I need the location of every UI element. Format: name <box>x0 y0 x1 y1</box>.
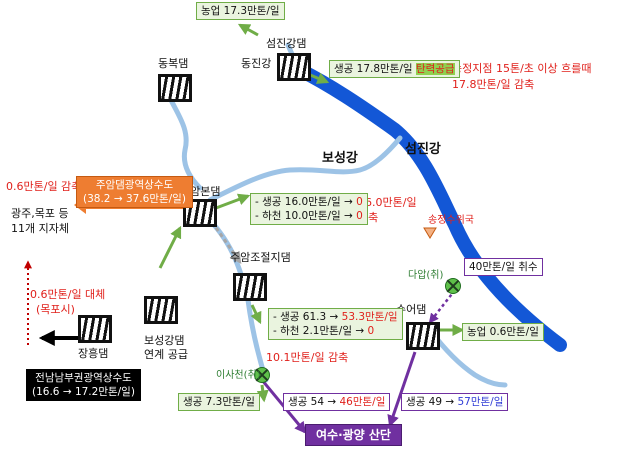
sueo-stream <box>427 327 508 388</box>
seomjin-dam-label: 섬진강댐 <box>266 37 307 50</box>
seomjin-river <box>293 63 567 352</box>
jangheung-dam-icon <box>78 315 112 343</box>
boseong-dam-label: 보성강댐 <box>144 334 185 347</box>
jangheung-note-2: (목포시) <box>36 303 75 316</box>
jangheung-note-1: 0.6만톤/일 대체 <box>30 288 106 301</box>
boseong-link-arrow <box>158 225 182 269</box>
juam-regulating-dam-icon <box>233 273 267 301</box>
boseong-sub-label: 연계 공급 <box>144 348 188 361</box>
isacheon-label: 이사천(취) <box>216 370 261 381</box>
seomjin-supply-box: 생공 17.8만톤/일 탄력공급 <box>329 60 460 78</box>
south-jeonnam-water-box: 전남남부권광역상수도 (16.6 → 17.2만톤/일) <box>26 369 141 401</box>
isacheon-intake-icon <box>254 367 270 383</box>
juam-reduce-right-1: 26.0만톤/일 <box>358 196 417 209</box>
sueo-dam-label: 수어댐 <box>396 303 427 316</box>
songjeong-label: 송정수위국 <box>428 215 474 226</box>
juam-to-regulating-link <box>210 221 242 264</box>
reg-down-arrow <box>250 304 262 325</box>
dongbok-dam-icon <box>158 74 192 102</box>
juam-east-arrow <box>215 193 251 210</box>
dongjin-label: 동진강 <box>241 57 272 70</box>
gwangju-label-2: 11개 지자체 <box>11 222 69 235</box>
intake-to-sueo-arrow <box>428 289 456 324</box>
seomjin-dam-icon <box>277 53 311 81</box>
agri-sueo-box: 농업 0.6만톤/일 <box>462 323 544 341</box>
seomjin-note-2: 17.8만톤/일 감축 <box>452 78 535 91</box>
boseong-dam-icon <box>144 296 178 324</box>
songjeong-marker <box>423 227 437 239</box>
seomjin-note-1: 송정지점 15톤/초 이상 흐를때 <box>452 62 592 75</box>
sueo-supply-box: 생공 49 → 57만톤/일 <box>401 393 509 411</box>
dongbok-stream <box>167 95 203 191</box>
dongbok-dam-label: 동복댐 <box>158 57 189 70</box>
regulating-reduce: 10.1만톤/일 감축 <box>266 351 349 364</box>
seomjin-river-label: 섬진강 <box>405 142 441 157</box>
daap-label: 다압(취) <box>408 270 444 281</box>
juam-reduce-top: 0.6만톤/일 감축 <box>6 180 82 193</box>
boseong-river <box>207 135 403 203</box>
agri-top-arrow <box>237 23 259 37</box>
sueo-dam-icon <box>406 322 440 350</box>
juam-regulating-dam-label: 주암조절지댐 <box>230 251 291 264</box>
flex-supply-tag: 탄력공급 <box>415 63 455 75</box>
sueo-to-industrial-arrow <box>387 351 417 428</box>
juam-east-box: - 생공 16.0만톤/일 → 0 - 하천 10.0만톤/일 → 0 <box>250 193 368 225</box>
saenggong-73-box: 생공 7.3만톤/일 <box>178 393 260 411</box>
jangheung-dam-label: 장흥댐 <box>78 347 109 360</box>
regulating-box: - 생공 61.3 → 53.3만톤/일 - 하천 2.1만톤/일 → 0 <box>268 308 403 340</box>
industrial-complex-box: 여수·광양 산단 <box>305 424 402 446</box>
daap-intake-icon <box>445 278 461 294</box>
intake-40-box: 40만톤/일 취수 <box>464 258 543 276</box>
gwangju-label-1: 광주,목포 등 <box>11 207 69 220</box>
boseong-river-label: 보성강 <box>322 151 358 166</box>
isa-down-arrow <box>256 384 269 403</box>
isa-supply-box: 생공 54 → 46만톤/일 <box>283 393 391 411</box>
juam-regional-water-box: 주암댐광역상수도 (38.2 → 37.6만톤/일) <box>76 176 193 208</box>
agri-top-box: 농업 17.3만톤/일 <box>196 2 285 20</box>
